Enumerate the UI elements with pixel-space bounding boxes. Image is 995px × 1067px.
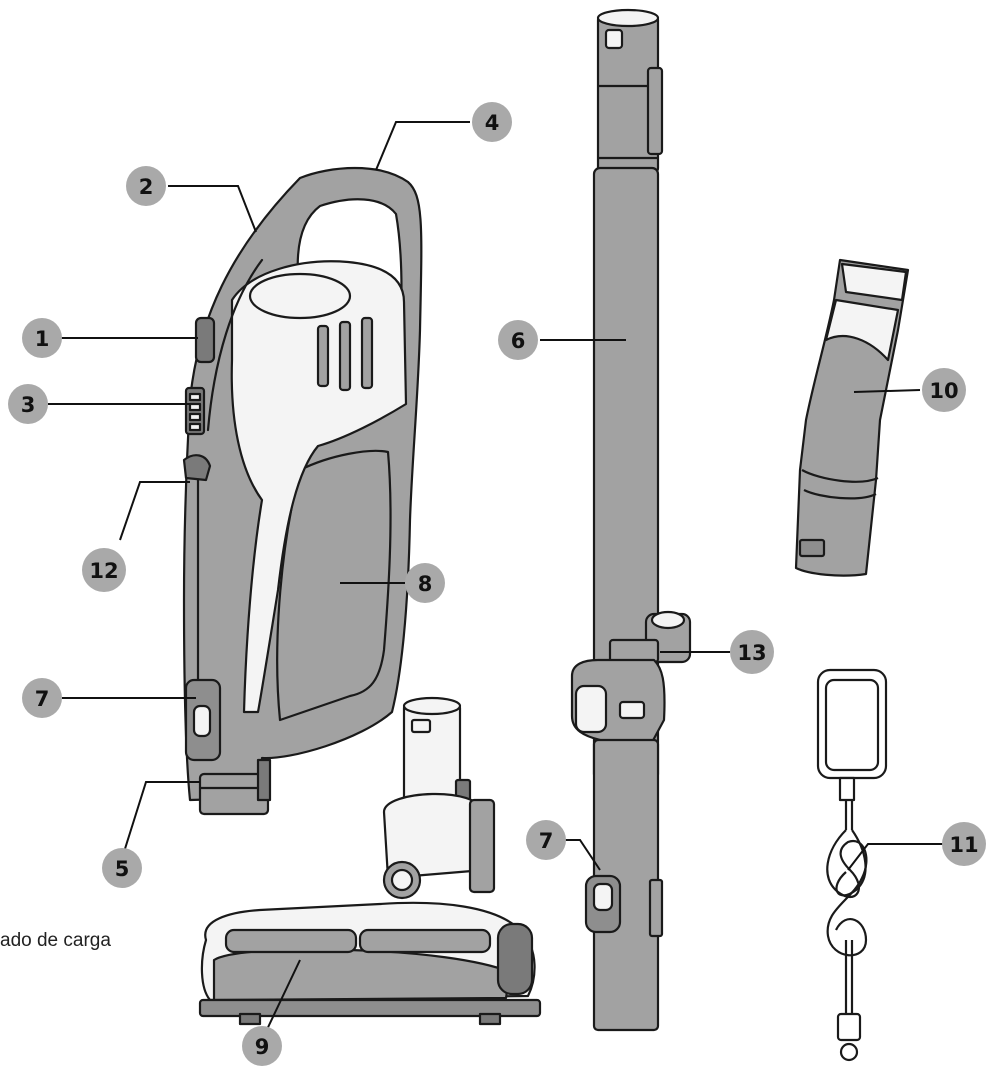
leader-line-2 [168,185,257,233]
svg-text:3: 3 [21,393,36,417]
svg-text:11: 11 [949,833,978,857]
leader-line-11 [847,843,944,871]
svg-text:7: 7 [539,829,554,853]
callout-3: 3 [8,384,48,424]
leader-line-12 [119,481,190,541]
leader-line-10 [853,389,921,393]
leader-lines [48,121,944,1041]
leader-line-9 [261,959,301,1041]
callout-5: 5 [102,848,142,888]
callout-7-handheld: 7 [22,678,62,718]
svg-text:7: 7 [35,687,50,711]
callout-10: 10 [922,368,966,412]
callout-12: 12 [82,548,126,592]
caption-text: ado de carga [0,930,111,951]
svg-text:13: 13 [737,641,766,665]
crevice-tool-icon [794,258,910,577]
callout-4: 4 [472,102,512,142]
callout-1: 1 [22,318,62,358]
leader-line-5 [123,781,200,853]
handheld-vacuum-icon [182,166,423,816]
svg-text:2: 2 [139,175,154,199]
svg-text:5: 5 [115,857,130,881]
callout-9: 9 [242,1026,282,1066]
callout-6: 6 [498,320,538,360]
callout-7-tube: 7 [526,820,566,860]
svg-text:6: 6 [511,329,526,353]
svg-text:10: 10 [929,379,958,403]
callout-2: 2 [126,166,166,206]
extension-tube-icon [570,8,692,1032]
svg-text:12: 12 [89,559,118,583]
callout-8: 8 [405,563,445,603]
callout-13: 13 [730,630,774,674]
callout-11: 11 [942,822,986,866]
svg-text:8: 8 [418,572,433,596]
svg-text:1: 1 [35,327,50,351]
charger-adapter-icon [816,668,888,1062]
leader-line-4 [375,121,470,171]
svg-text:9: 9 [255,1035,270,1059]
leader-line-7b [565,839,601,871]
svg-text:4: 4 [485,111,500,135]
